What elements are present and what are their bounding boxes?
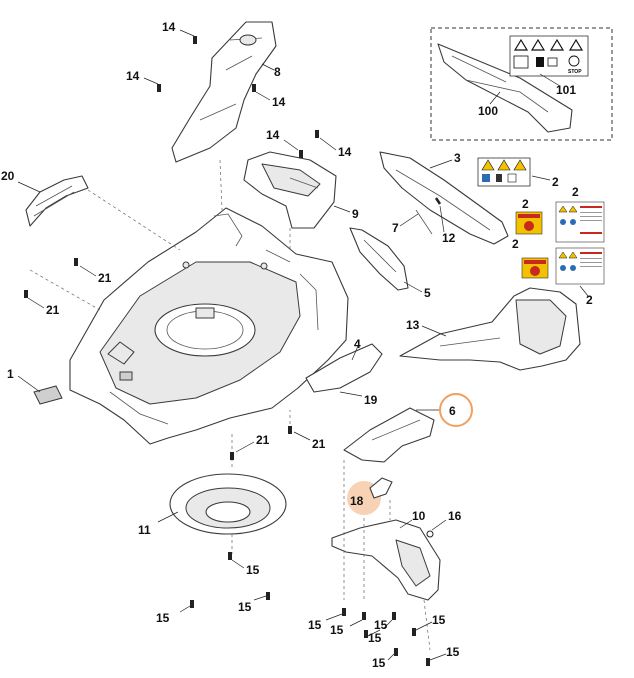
- part-12-pin: 12: [434, 197, 456, 245]
- callout-7: 7: [392, 221, 399, 235]
- screw-15g: [392, 612, 396, 620]
- sticker-2-small-b: [521, 257, 549, 279]
- callout-13: 13: [406, 318, 420, 332]
- screw-21d: [288, 426, 292, 434]
- sticker-2-panel-b: [555, 247, 605, 285]
- part-16-washer: 16: [426, 509, 462, 538]
- callout-15j: 15: [432, 613, 446, 627]
- part-20-strip: 20: [1, 169, 89, 227]
- callout-14a: 14: [162, 20, 176, 34]
- stop-label: STOP: [568, 69, 582, 75]
- part-13-chute: 13: [399, 287, 581, 371]
- callout-15a: 15: [246, 563, 260, 577]
- callout-3: 3: [454, 151, 461, 165]
- callout-10: 10: [412, 509, 426, 523]
- callout-14c: 14: [272, 95, 286, 109]
- callout-15e: 15: [330, 623, 344, 637]
- callout-15f: 15: [368, 631, 382, 645]
- part-5-guard: 5: [349, 227, 431, 300]
- part-3-bar: 3: [379, 151, 509, 245]
- part-100-flap: [437, 43, 573, 133]
- screw-14c: [252, 84, 256, 92]
- screw-15j: [412, 628, 416, 636]
- callout-4: 4: [354, 337, 361, 351]
- callout-8: 8: [274, 65, 281, 79]
- callout-14b: 14: [126, 69, 140, 83]
- sticker-2-panel-a: [555, 201, 605, 243]
- part-101-sticker: STOP: [509, 35, 589, 77]
- callout-20: 20: [1, 169, 15, 183]
- sticker-2-main: [477, 157, 531, 187]
- blade-opening-ring: [154, 303, 256, 357]
- sticker-2-small-a: [515, 211, 543, 235]
- screw-15i: [426, 658, 430, 666]
- callout-9: 9: [352, 207, 359, 221]
- screw-15e: [362, 612, 366, 620]
- screws: 14 14 14 14 14 8 9 21 21 21 21 15: [24, 20, 460, 670]
- callout-21b: 21: [46, 303, 60, 317]
- inset-detail: STOP 100 101: [430, 27, 613, 141]
- callout-21a: 21: [98, 271, 112, 285]
- assembly-lines: [29, 159, 431, 651]
- screw-21b: [24, 290, 28, 298]
- screw-15a: [228, 552, 232, 560]
- callout-2c: 2: [572, 185, 579, 199]
- part-8-handle-bracket: [171, 21, 277, 163]
- part-10-duct: 10: [331, 509, 441, 601]
- screw-15c: [266, 592, 270, 600]
- part-4-cover: 4: [305, 337, 383, 393]
- part-6-flap: [343, 407, 440, 463]
- mower-deck-housing: [69, 207, 349, 445]
- callout-11: 11: [138, 523, 151, 537]
- screw-14e: [315, 130, 319, 138]
- callout-15d: 15: [308, 618, 322, 632]
- part-7-spring: 7: [392, 209, 433, 235]
- callout-15h: 15: [372, 656, 386, 670]
- callout-15b: 15: [156, 611, 170, 625]
- callout-101: 101: [556, 83, 576, 97]
- callout-1: 1: [7, 367, 14, 381]
- callout-12: 12: [442, 231, 456, 245]
- callout-16: 16: [448, 509, 462, 523]
- callout-21c: 21: [256, 433, 270, 447]
- callout-100: 100: [478, 104, 498, 118]
- stickers-2: 2 2 2 2: [477, 157, 605, 307]
- callout-6: 6: [449, 404, 456, 418]
- callout-2b: 2: [522, 197, 529, 211]
- screw-14a: [193, 36, 197, 44]
- part-1-label: 1: [7, 367, 63, 405]
- callout-2d: 2: [512, 237, 519, 251]
- callout-15g: 15: [374, 618, 388, 632]
- part-11-bowl: 11: [138, 473, 287, 537]
- callout-14e: 14: [338, 145, 352, 159]
- callout-2e: 2: [586, 293, 593, 307]
- callout-15i: 15: [446, 645, 460, 659]
- callout-2a: 2: [552, 175, 559, 189]
- callout-14d: 14: [266, 128, 280, 142]
- screw-15h: [394, 648, 398, 656]
- highlight-circle-6: [439, 393, 473, 427]
- part-19-strip: 19: [339, 391, 378, 407]
- screw-15d: [342, 608, 346, 616]
- callout-15c: 15: [238, 600, 252, 614]
- screw-14d: [299, 150, 303, 158]
- part-9-cover-plate: [243, 151, 337, 229]
- screw-15f: [364, 630, 368, 638]
- screw-21a: [74, 258, 78, 266]
- screw-21c: [230, 452, 234, 460]
- callout-18: 18: [350, 494, 364, 508]
- part-18-clip: [369, 477, 393, 499]
- callout-5: 5: [424, 286, 431, 300]
- callout-19: 19: [364, 393, 378, 407]
- screw-14b: [157, 84, 161, 92]
- screw-15b: [190, 600, 194, 608]
- callout-21d: 21: [312, 437, 326, 451]
